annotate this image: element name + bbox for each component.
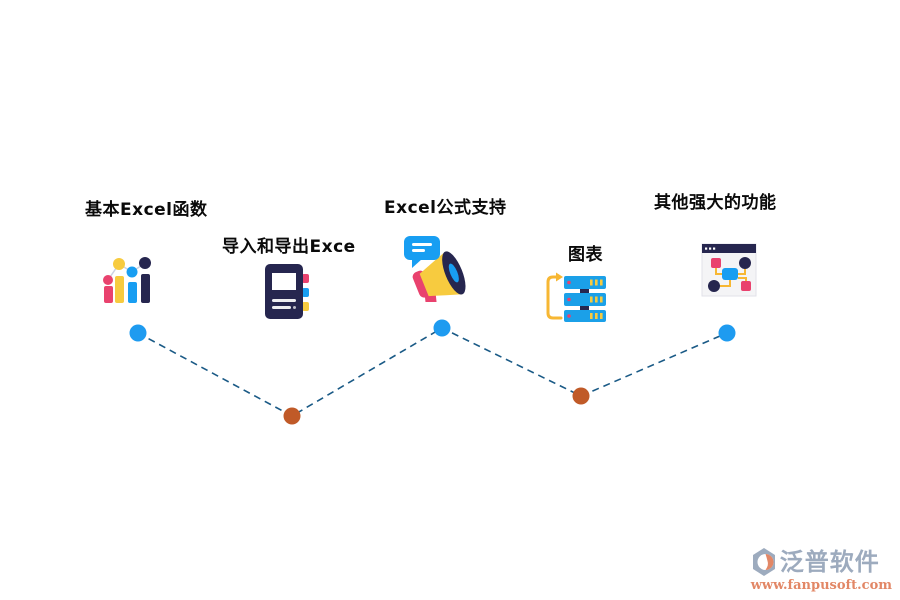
timeline-node	[718, 324, 736, 342]
fanpu-logo-icon	[752, 548, 775, 576]
watermark-url: www.fanpusoft.com	[750, 578, 892, 593]
feature-label-charts: 图表	[568, 245, 603, 265]
feature-label-excel-formula-support: Excel公式支持	[384, 198, 507, 218]
watermark-brand: 泛普软件	[779, 548, 880, 576]
server-stack-icon	[546, 272, 606, 322]
feature-label-other-powerful-functions: 其他强大的功能	[654, 193, 777, 213]
bar-chart-icon	[103, 257, 151, 303]
watermark: 泛普软件 www.fanpusoft.com	[751, 547, 892, 593]
timeline-node	[129, 324, 147, 342]
feature-label-basic-excel-functions: 基本Excel函数	[85, 200, 208, 220]
timeline-node	[283, 407, 301, 425]
timeline-node	[433, 319, 451, 337]
notebook-icon	[265, 264, 309, 319]
megaphone-icon	[404, 236, 466, 302]
timeline-node	[572, 387, 590, 405]
feature-label-import-export-excel: 导入和导出Exce	[222, 237, 356, 257]
app-window-icon	[701, 243, 757, 297]
